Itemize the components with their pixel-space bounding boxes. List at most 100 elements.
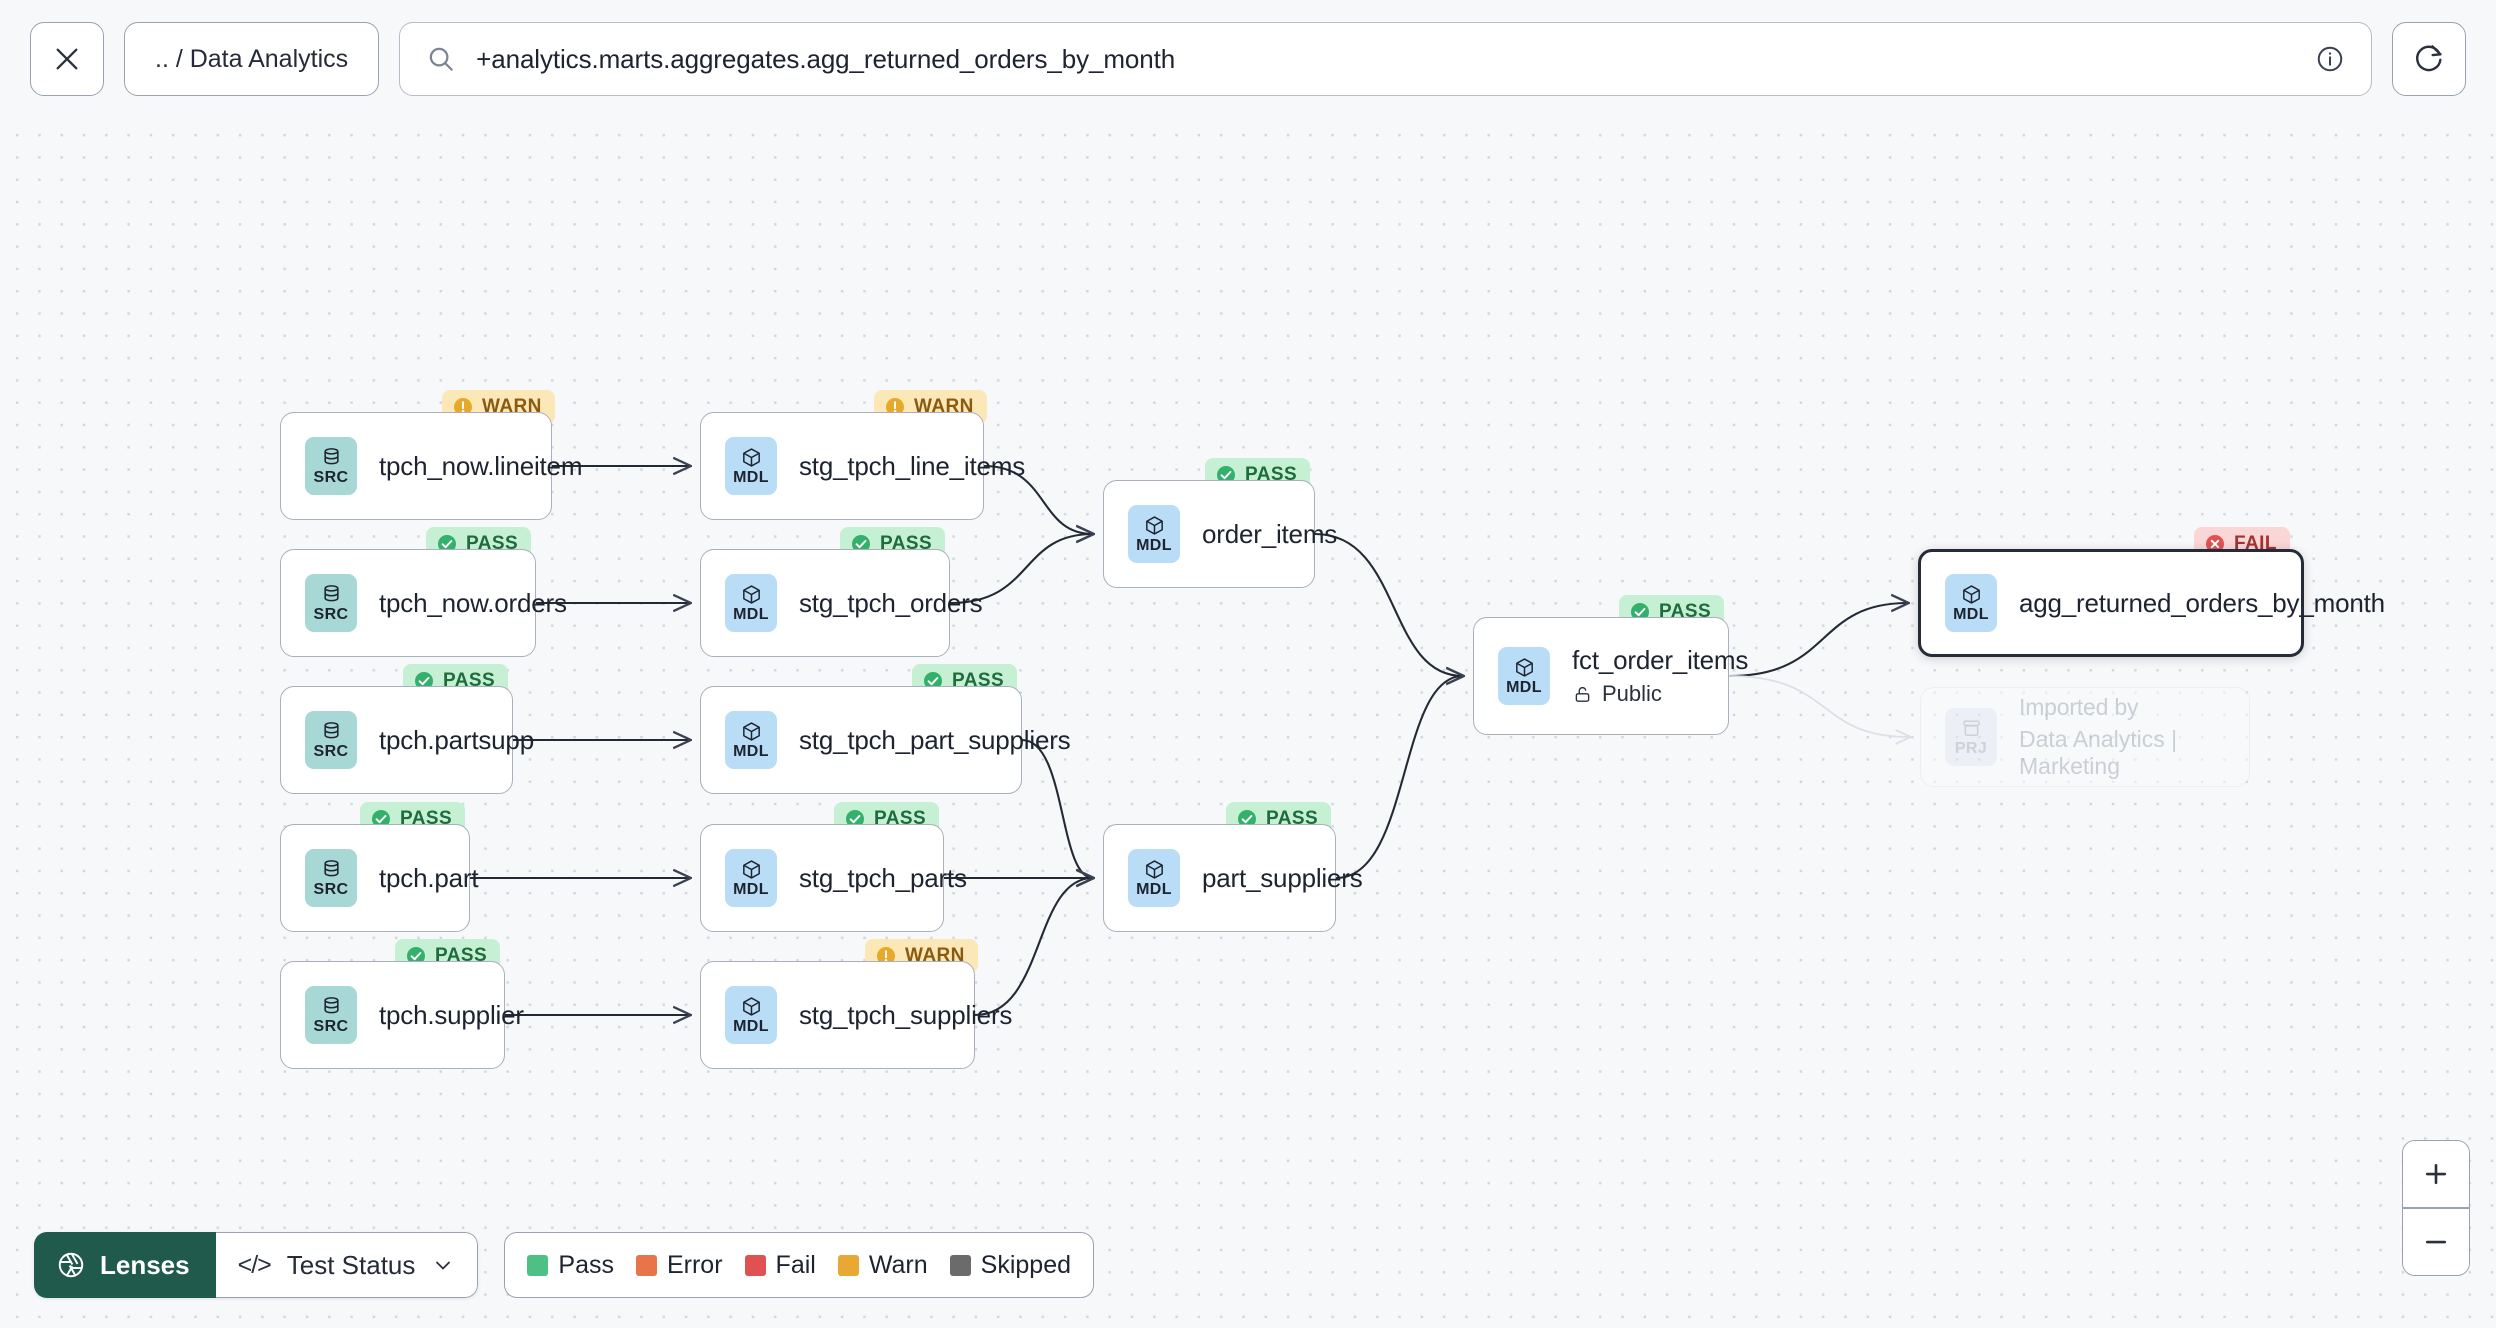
node-title: tpch_now.orders	[379, 587, 567, 618]
lineage-node-stg_tpch_orders[interactable]: MDL stg_tpch_orders	[700, 549, 983, 657]
legend-item-pass[interactable]: Pass	[527, 1251, 614, 1280]
legend-swatch	[837, 1254, 859, 1276]
legend-item-fail[interactable]: Fail	[744, 1250, 816, 1280]
check-circle-icon	[852, 535, 870, 553]
cube-icon	[742, 585, 760, 604]
lineage-canvas[interactable]: SRC tpch_now.lineitem WARN SRC	[0, 118, 2496, 1328]
node-type-label: SRC	[313, 1018, 349, 1035]
zoom-in-button[interactable]	[2403, 1141, 2469, 1208]
node-type-badge-prj: PRJ	[1945, 708, 1997, 766]
node-body: Imported by Data Analytics | Marketing	[2019, 694, 2249, 780]
node-title: part_suppliers	[1202, 862, 1363, 893]
node-title: stg_tpch_suppliers	[799, 999, 1013, 1030]
legend-swatch	[949, 1254, 971, 1276]
status-badge-label: PASS	[1659, 601, 1712, 622]
node-body: stg_tpch_orders	[799, 587, 983, 619]
node-type-badge-src: SRC	[305, 574, 357, 632]
info-icon[interactable]	[2315, 44, 2345, 74]
legend-label: Skipped	[980, 1250, 1072, 1279]
cube-icon	[1145, 860, 1163, 879]
lineage-node-imported_by_project[interactable]: PRJ Imported by Data Analytics | Marketi…	[1920, 687, 2250, 787]
edge-stg_tpch_suppliers-to-part_suppliers	[974, 878, 1093, 1017]
refresh-icon	[2416, 45, 2442, 72]
breadcrumb[interactable]: .. / Data Analytics	[124, 22, 380, 96]
node-body: stg_tpch_suppliers	[799, 999, 1013, 1031]
node-title: agg_returned_orders_by_month	[2019, 587, 2385, 618]
search-value: +analytics.marts.aggregates.agg_returned…	[476, 43, 1176, 74]
node-body: fct_order_items Public	[1572, 645, 1748, 707]
code-icon: </>	[237, 1250, 272, 1279]
close-button[interactable]	[30, 22, 104, 96]
legend-item-warn[interactable]: Warn	[837, 1251, 928, 1280]
cube-icon	[742, 860, 760, 879]
node-body: agg_returned_orders_by_month	[2019, 587, 2385, 619]
node-title: stg_tpch_part_suppliers	[799, 724, 1071, 755]
lineage-node-agg_returned_orders_by_month[interactable]: MDL agg_returned_orders_by_month	[1918, 549, 2385, 657]
check-circle-icon	[1217, 466, 1235, 484]
lineage-node-tpch_now_orders[interactable]: SRC tpch_now.orders	[280, 549, 567, 657]
archive-icon	[1962, 720, 1980, 736]
lineage-node-stg_tpch_suppliers[interactable]: MDL stg_tpch_suppliers	[700, 961, 1013, 1069]
node-type-badge-mdl: MDL	[1498, 647, 1550, 705]
legend-item-skipped[interactable]: Skipped	[949, 1250, 1072, 1280]
edge-order_items-to-fct_order_items	[1314, 532, 1463, 676]
cube-icon	[1962, 585, 1980, 604]
node-type-label: PRJ	[1954, 740, 1988, 757]
edge-fct_order_items-to-imported_by_project	[1728, 675, 1910, 737]
lineage-node-stg_tpch_line_items[interactable]: MDL stg_tpch_line_items	[700, 412, 1025, 520]
lineage-node-fct_order_items[interactable]: MDL fct_order_items Public	[1473, 617, 1748, 735]
node-type-badge-src: SRC	[305, 849, 357, 907]
legend-label: Error	[666, 1250, 723, 1279]
node-title: stg_tpch_orders	[799, 587, 983, 618]
status-badge-label: PASS	[1266, 808, 1319, 829]
zoom-out-button[interactable]	[2403, 1209, 2469, 1275]
lens-group: Lenses </> Test Status	[34, 1232, 479, 1298]
lineage-node-stg_tpch_part_suppliers[interactable]: MDL stg_tpch_part_suppliers	[700, 686, 1071, 794]
zoom-controls	[2402, 1140, 2470, 1276]
node-type-label: MDL	[1136, 881, 1172, 898]
node-body: tpch_now.orders	[379, 587, 567, 619]
node-type-label: MDL	[733, 881, 769, 898]
refresh-button[interactable]	[2392, 22, 2466, 96]
node-title: order_items	[1202, 518, 1338, 549]
lineage-node-order_items[interactable]: MDL order_items	[1103, 480, 1338, 588]
node-subtitle-row: Data Analytics | Marketing	[2019, 726, 2249, 780]
check-circle-icon	[407, 947, 425, 965]
node-type-badge-mdl: MDL	[1128, 849, 1180, 907]
search-input[interactable]: +analytics.marts.aggregates.agg_returned…	[399, 22, 2372, 96]
node-type-label: SRC	[313, 469, 349, 486]
node-type-badge-mdl: MDL	[1128, 505, 1180, 563]
cube-icon	[1145, 516, 1163, 535]
legend-swatch	[635, 1254, 657, 1276]
legend-label: Fail	[775, 1250, 816, 1279]
node-type-label: SRC	[313, 606, 349, 623]
node-type-badge-src: SRC	[305, 711, 357, 769]
status-badge-label: PASS	[400, 808, 453, 829]
minus-icon	[2425, 1240, 2447, 1244]
node-type-badge-src: SRC	[305, 437, 357, 495]
legend-item-error[interactable]: Error	[635, 1250, 723, 1280]
check-circle-icon	[372, 810, 390, 828]
lineage-node-tpch_part[interactable]: SRC tpch.part	[280, 824, 479, 932]
node-type-label: SRC	[313, 743, 349, 760]
database-icon	[323, 722, 339, 739]
node-type-label: MDL	[733, 743, 769, 760]
chevron-down-icon	[436, 1261, 451, 1270]
test-status-selector[interactable]: </> Test Status	[215, 1232, 479, 1298]
legend-label: Pass	[558, 1250, 614, 1279]
status-badge-label: PASS	[874, 808, 927, 829]
lineage-node-tpch_supplier[interactable]: SRC tpch.supplier	[280, 961, 524, 1069]
lineage-node-part_suppliers[interactable]: MDL part_suppliers	[1103, 824, 1363, 932]
node-title: tpch.supplier	[379, 999, 524, 1030]
lineage-node-tpch_partsupp[interactable]: SRC tpch.partsupp	[280, 686, 534, 794]
lineage-node-tpch_now_lineitem[interactable]: SRC tpch_now.lineitem	[280, 412, 582, 520]
lineage-node-stg_tpch_parts[interactable]: MDL stg_tpch_parts	[700, 824, 967, 932]
status-badge-label: PASS	[952, 670, 1005, 691]
error-circle-icon	[2206, 535, 2224, 553]
node-type-badge-mdl: MDL	[725, 574, 777, 632]
node-title: stg_tpch_line_items	[799, 450, 1025, 481]
cube-icon	[1515, 658, 1533, 677]
lenses-button[interactable]: Lenses	[34, 1232, 216, 1298]
status-badge-label: PASS	[1245, 464, 1298, 485]
node-body: stg_tpch_line_items	[799, 450, 1025, 482]
